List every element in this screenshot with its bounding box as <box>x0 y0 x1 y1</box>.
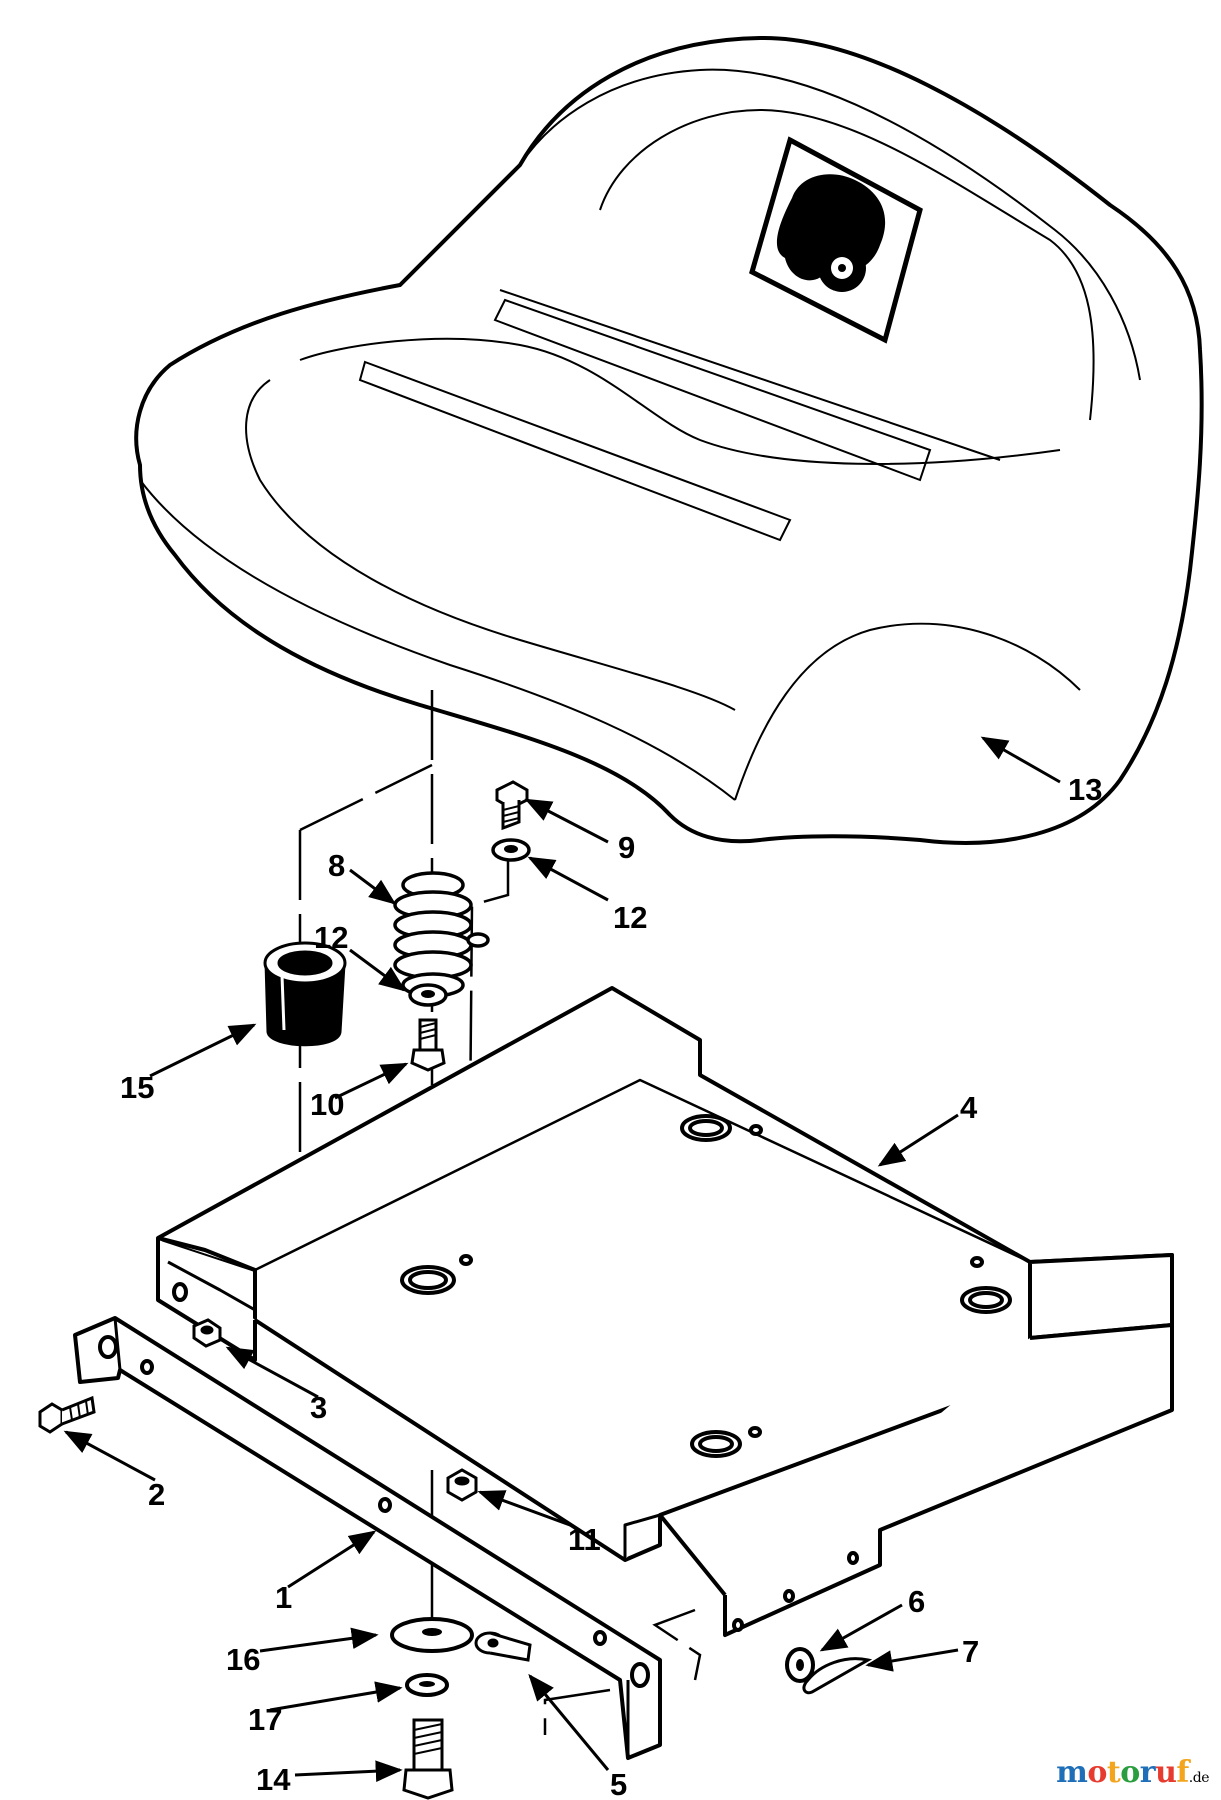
callout-15: 15 <box>120 1070 154 1105</box>
lock-washer-part-17 <box>405 1673 449 1697</box>
logo-icon <box>749 136 923 344</box>
callout-16: 16 <box>226 1642 260 1677</box>
watermark-letter: m <box>1056 1755 1088 1790</box>
watermark-suffix: .de <box>1188 1770 1210 1786</box>
callout-12-upper: 12 <box>613 900 647 935</box>
callout-6: 6 <box>908 1584 925 1619</box>
callout-1: 1 <box>275 1580 292 1615</box>
leader-arrows <box>63 736 1061 1782</box>
callout-3: 3 <box>310 1390 327 1425</box>
washer-part-6 <box>785 1647 815 1683</box>
watermark-logo: motoruf.de <box>1056 1755 1209 1790</box>
callout-9: 9 <box>618 830 635 865</box>
spring-part-8 <box>393 871 490 998</box>
watermark-letter: o <box>1120 1755 1140 1790</box>
callout-17: 17 <box>248 1702 282 1737</box>
clevis-pin-part-5 <box>474 1631 532 1662</box>
washer-part-12-upper <box>491 838 531 862</box>
callout-13: 13 <box>1068 772 1102 807</box>
watermark-letter: t <box>1106 1755 1121 1790</box>
callout-11: 11 <box>568 1522 601 1557</box>
bolt-part-9 <box>495 780 529 831</box>
callout-4: 4 <box>960 1090 978 1125</box>
callout-8: 8 <box>328 848 345 883</box>
callout-2: 2 <box>148 1477 165 1512</box>
base-plate-part-4 <box>156 986 1174 1637</box>
slide-bar-part-1 <box>73 1316 662 1760</box>
callout-5: 5 <box>610 1767 627 1800</box>
bolt-part-10 <box>410 1018 446 1072</box>
watermark-letter: u <box>1155 1755 1177 1790</box>
bolt-part-2 <box>38 1395 96 1434</box>
bolt-part-14 <box>402 1718 454 1800</box>
watermark-letter: o <box>1087 1755 1107 1790</box>
callout-12-lower: 12 <box>314 920 348 955</box>
watermark-letter: f <box>1176 1755 1189 1790</box>
nut-part-3 <box>192 1318 222 1348</box>
cap-part-15 <box>263 941 347 1047</box>
callout-14: 14 <box>256 1762 291 1797</box>
callout-labels: 13 9 12 8 12 15 10 4 3 2 11 1 6 7 16 17 … <box>120 772 1102 1800</box>
callout-7: 7 <box>962 1634 979 1669</box>
watermark-letter: r <box>1139 1755 1156 1790</box>
seat-part-13 <box>134 35 1204 845</box>
washer-part-12-lower <box>408 983 448 1007</box>
washer-part-16 <box>390 1617 474 1653</box>
callout-10: 10 <box>310 1087 344 1122</box>
nut-part-11 <box>446 1468 478 1502</box>
